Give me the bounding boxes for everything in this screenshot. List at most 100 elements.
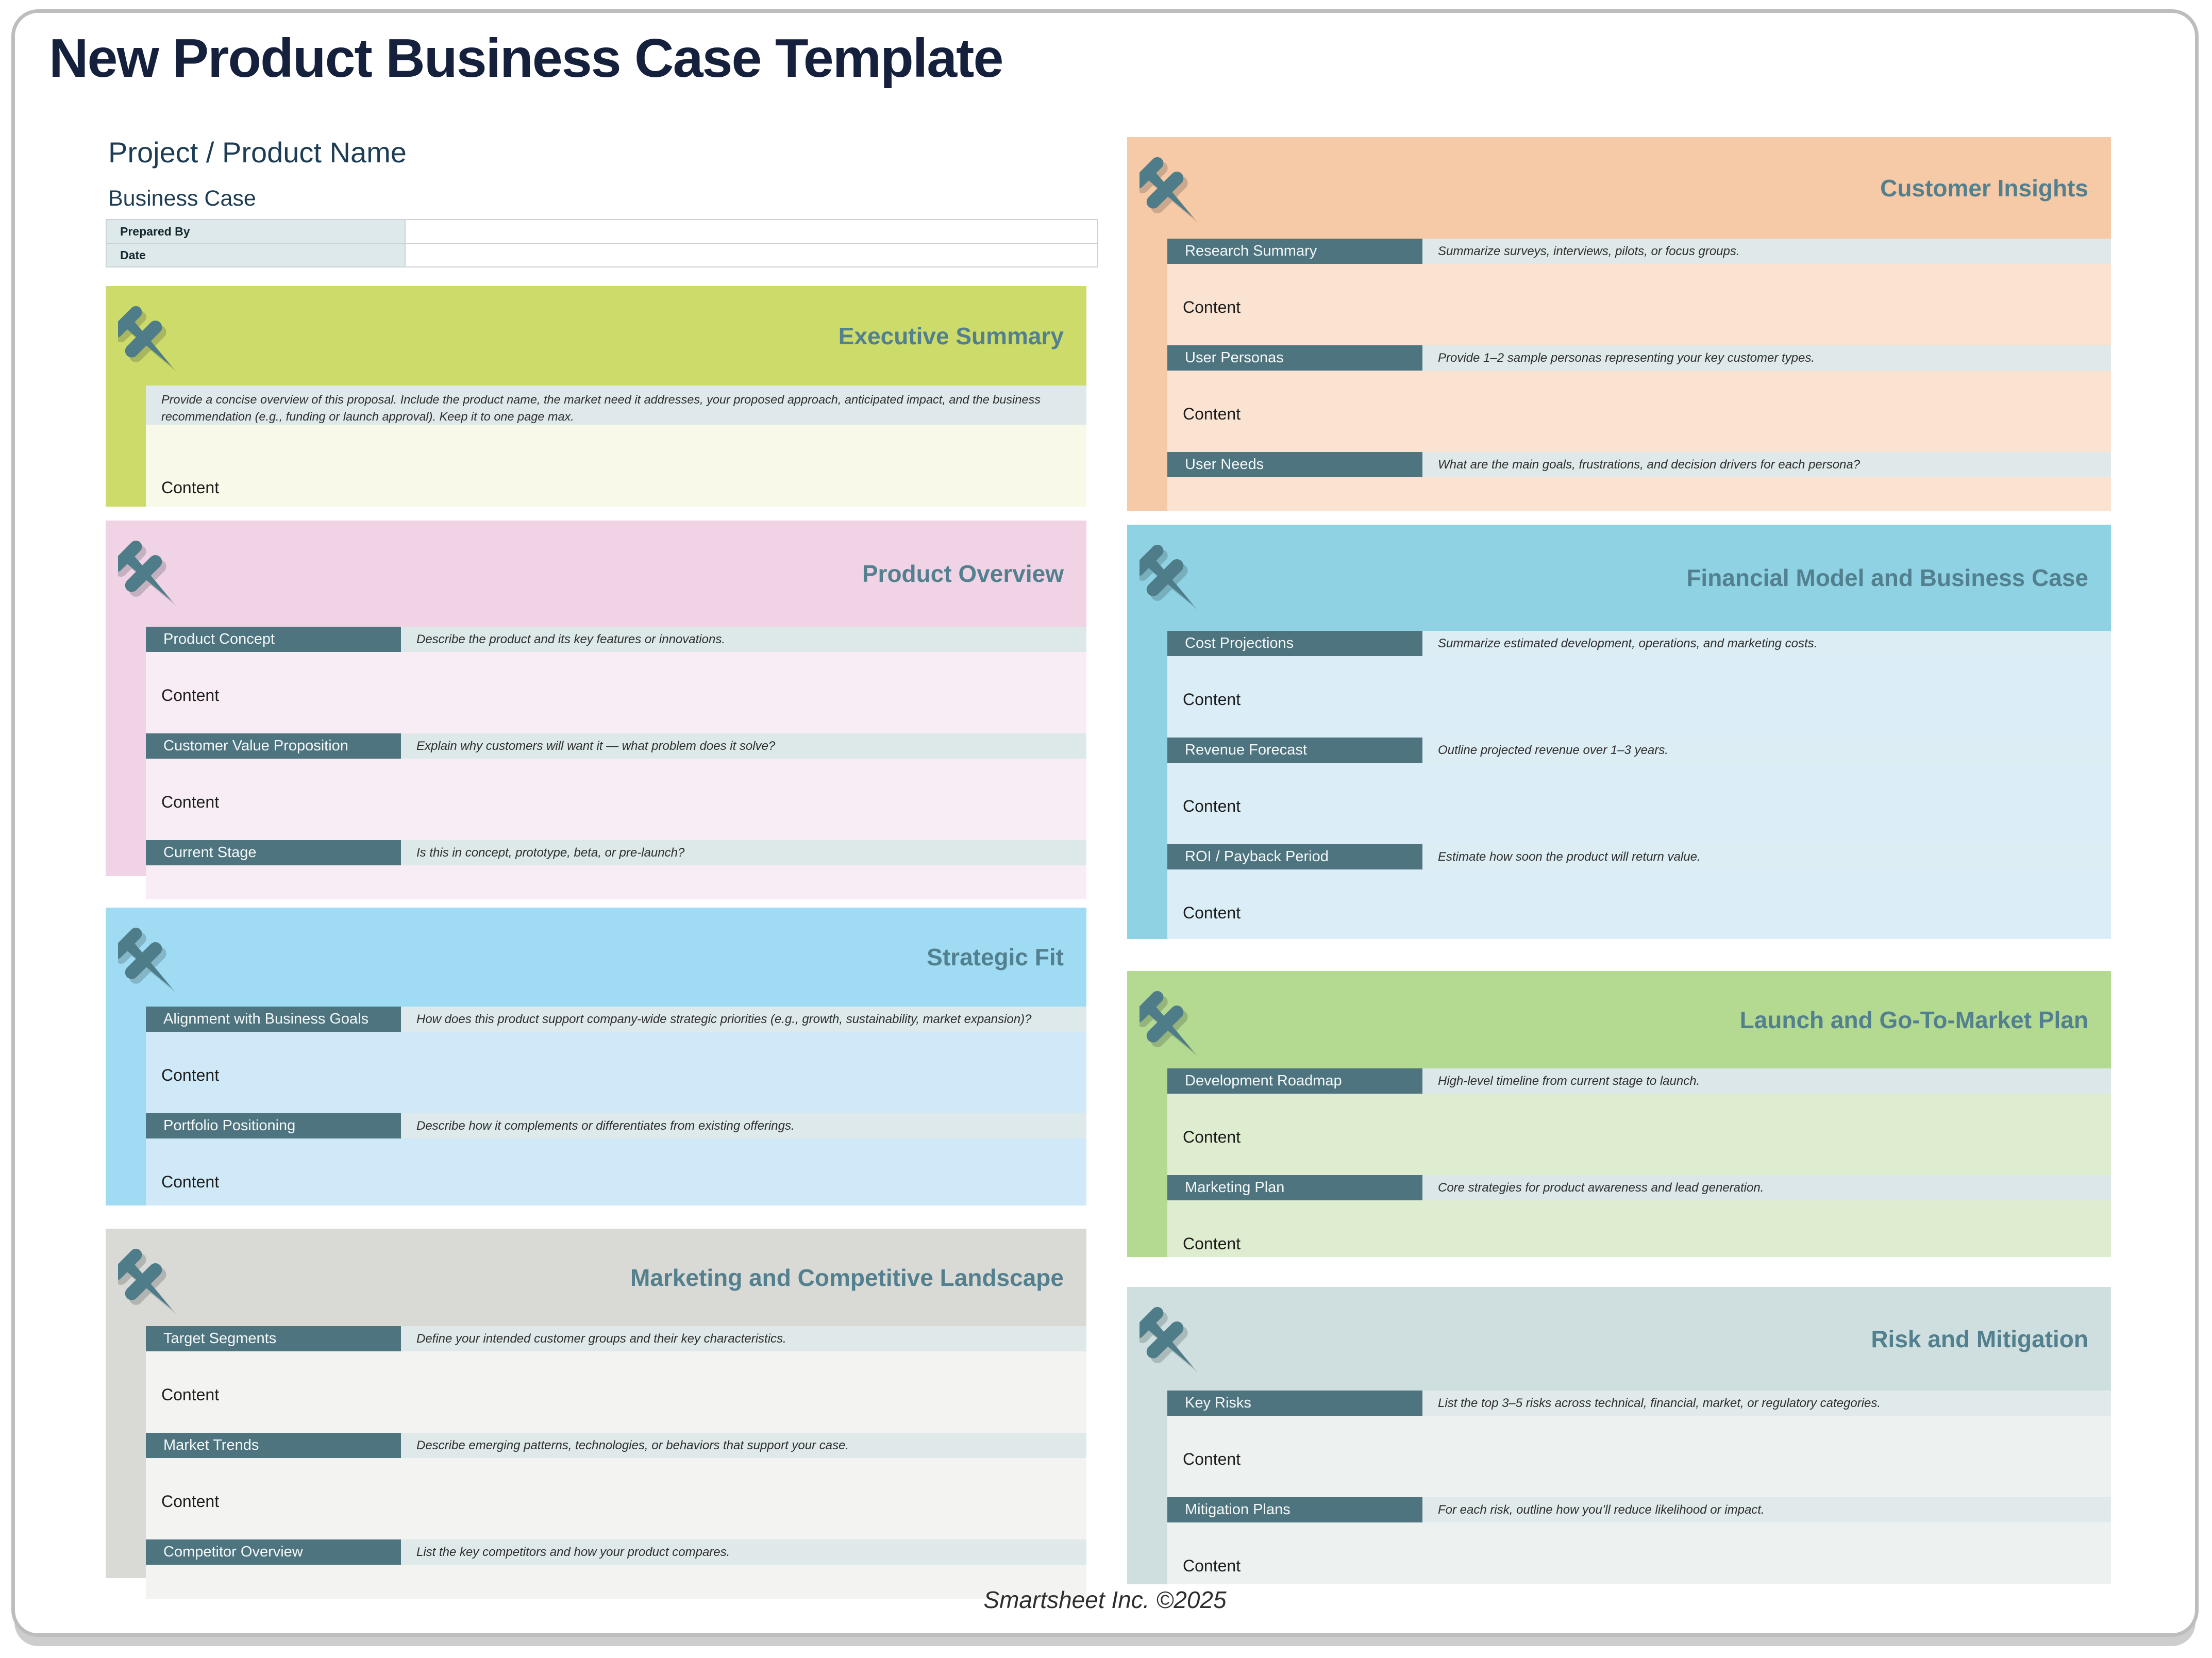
content-cell[interactable]: Content <box>1167 656 2111 738</box>
content-cell[interactable]: Content <box>146 1138 1086 1205</box>
field-description: List the key competitors and how your pr… <box>401 1539 1086 1565</box>
content-placeholder: Content <box>1183 1234 1241 1253</box>
field-label: ROI / Payback Period <box>1167 844 1422 869</box>
field-label: Portfolio Positioning <box>146 1113 401 1138</box>
field-row: Customer Value Proposition Explain why c… <box>146 733 1086 759</box>
field-row: Market Trends Describe emerging patterns… <box>146 1433 1086 1458</box>
content-placeholder: Content <box>1183 405 1241 423</box>
section-title: Product Overview <box>862 560 1064 587</box>
field-label: Revenue Forecast <box>1167 738 1422 763</box>
section-customer-insights: Customer Insights Research Summary Summa… <box>1127 137 2111 511</box>
field-label: Competitor Overview <box>146 1539 401 1565</box>
content-cell[interactable] <box>146 1565 1086 1599</box>
content-placeholder: Content <box>161 1173 220 1191</box>
content-placeholder: Content <box>1183 1450 1241 1468</box>
content-placeholder: Content <box>1183 797 1241 815</box>
content-cell[interactable] <box>146 865 1086 899</box>
content-placeholder: Content <box>1183 298 1241 316</box>
content-cell[interactable]: Content <box>1167 264 2111 345</box>
content-placeholder: Content <box>161 1385 220 1404</box>
field-description: Describe emerging patterns, technologies… <box>401 1433 1086 1458</box>
field-row: Research Summary Summarize surveys, inte… <box>1167 239 2111 264</box>
field-label: Current Stage <box>146 840 401 865</box>
section-header: Risk and Mitigation <box>1127 1287 2111 1391</box>
section-launch-gtm-plan: Launch and Go-To-Market Plan Development… <box>1127 971 2111 1257</box>
content-cell[interactable]: Content <box>146 652 1086 733</box>
table-row: Prepared By <box>106 219 1098 244</box>
field-description: Explain why customers will want it — wha… <box>401 733 1086 759</box>
field-description: Provide 1–2 sample personas representing… <box>1422 345 2111 371</box>
field-row: Competitor Overview List the key competi… <box>146 1539 1086 1565</box>
section-rows: Alignment with Business Goals How does t… <box>146 1007 1086 1205</box>
content-cell[interactable]: Content <box>1167 869 2111 939</box>
content-cell[interactable]: Content <box>146 1032 1086 1113</box>
field-description: High-level timeline from current stage t… <box>1422 1068 2111 1094</box>
section-intro-text: Provide a concise overview of this propo… <box>161 393 1041 423</box>
document-page: New Product Business Case Template Proje… <box>11 9 2199 1637</box>
content-placeholder: Content <box>161 1066 220 1084</box>
prepared-by-field[interactable] <box>405 219 1098 244</box>
content-cell[interactable]: Content <box>1167 1416 2111 1497</box>
field-description: Estimate how soon the product will retur… <box>1422 844 2111 869</box>
content-placeholder: Content <box>1183 1128 1241 1146</box>
field-label: Research Summary <box>1167 239 1422 264</box>
field-label: Target Segments <box>146 1326 401 1351</box>
prepared-by-label: Prepared By <box>106 219 406 244</box>
section-header: Financial Model and Business Case <box>1127 525 2111 631</box>
field-label: Mitigation Plans <box>1167 1497 1422 1522</box>
section-rows: Key Risks List the top 3–5 risks across … <box>1167 1391 2111 1584</box>
table-row: Date <box>106 243 1098 267</box>
field-row: Current Stage Is this in concept, protot… <box>146 840 1086 865</box>
field-label: Alignment with Business Goals <box>146 1007 401 1032</box>
field-description: For each risk, outline how you’ll reduce… <box>1422 1497 2111 1522</box>
field-description: Describe how it complements or different… <box>401 1113 1086 1138</box>
content-placeholder: Content <box>161 478 220 497</box>
content-cell[interactable]: Content <box>1167 1094 2111 1175</box>
section-header: Product Overview <box>106 521 1086 627</box>
section-rows: Development Roadmap High-level timeline … <box>1167 1068 2111 1257</box>
section-rows: Target Segments Define your intended cus… <box>146 1326 1086 1599</box>
section-rows: Cost Projections Summarize estimated dev… <box>1167 631 2111 939</box>
section-header: Customer Insights <box>1127 137 2111 239</box>
field-row: Alignment with Business Goals How does t… <box>146 1007 1086 1032</box>
content-cell[interactable]: Content <box>146 1458 1086 1539</box>
content-cell[interactable]: Content <box>1167 371 2111 452</box>
section-title: Financial Model and Business Case <box>1686 564 2088 591</box>
content-cell[interactable]: Content <box>1167 1200 2111 1257</box>
date-label: Date <box>106 243 406 267</box>
section-title: Strategic Fit <box>927 944 1064 970</box>
content-cell[interactable] <box>1167 477 2111 511</box>
section-strategic-fit: Strategic Fit Alignment with Business Go… <box>106 908 1086 1205</box>
field-label: Product Concept <box>146 627 401 652</box>
field-label: User Personas <box>1167 345 1422 371</box>
content-placeholder: Content <box>161 1492 220 1511</box>
field-label: Marketing Plan <box>1167 1175 1422 1200</box>
content-cell[interactable]: Content <box>146 425 1086 507</box>
content-placeholder: Content <box>1183 690 1241 709</box>
field-row: User Needs What are the main goals, frus… <box>1167 452 2111 477</box>
section-executive-summary: Executive Summary Provide a concise over… <box>106 286 1086 507</box>
field-description: What are the main goals, frustrations, a… <box>1422 452 2111 477</box>
section-header: Launch and Go-To-Market Plan <box>1127 971 2111 1068</box>
footer-copyright: Smartsheet Inc. ©2025 <box>983 1586 1227 1613</box>
meta-table: Prepared By Date <box>106 219 1098 267</box>
section-rows: Research Summary Summarize surveys, inte… <box>1167 239 2111 511</box>
section-title: Risk and Mitigation <box>1871 1325 2088 1352</box>
business-case-label: Business Case <box>108 186 256 211</box>
field-description: Summarize surveys, interviews, pilots, o… <box>1422 239 2111 264</box>
content-cell[interactable]: Content <box>146 1351 1086 1433</box>
section-rows: Provide a concise overview of this propo… <box>146 386 1086 507</box>
field-row: Marketing Plan Core strategies for produ… <box>1167 1175 2111 1200</box>
section-financial-model: Financial Model and Business Case Cost P… <box>1127 525 2111 939</box>
section-marketing-competitive-landscape: Marketing and Competitive Landscape Targ… <box>106 1229 1086 1599</box>
field-label: Development Roadmap <box>1167 1068 1422 1094</box>
section-header: Strategic Fit <box>106 908 1086 1007</box>
section-title: Marketing and Competitive Landscape <box>630 1264 1064 1291</box>
date-field[interactable] <box>405 243 1098 267</box>
content-cell[interactable]: Content <box>1167 763 2111 844</box>
content-cell[interactable]: Content <box>1167 1522 2111 1584</box>
content-cell[interactable]: Content <box>146 759 1086 840</box>
content-placeholder: Content <box>1183 903 1241 922</box>
section-header: Marketing and Competitive Landscape <box>106 1229 1086 1326</box>
field-description: Summarize estimated development, operati… <box>1422 631 2111 656</box>
